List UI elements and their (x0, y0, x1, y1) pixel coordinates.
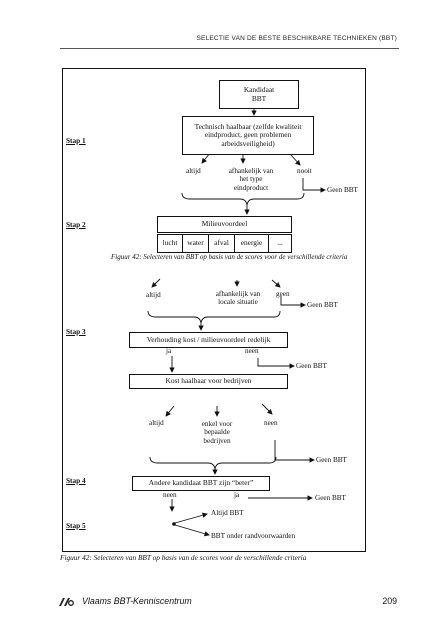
step-5-label: Stap 5 (66, 521, 86, 530)
andere-box: Andere kandidaat BBT zijn “beter” (132, 476, 270, 491)
verhouding-label: Verhouding kost / milieuvoordeel redelij… (146, 334, 271, 344)
neen-2: neen (264, 419, 278, 427)
altijd-3: altijd (149, 419, 164, 427)
bbt-onder-label: BBT onder randvoorwaarden (211, 532, 296, 540)
criteria-row: lucht water afval energie ... (157, 234, 292, 253)
candidate-bbt-label: Kandidaat BBT (243, 84, 275, 103)
geen-bbt-2: Geen BBT (307, 301, 338, 309)
kost-label: Kost haalbaar voor bedrijven (165, 376, 252, 386)
criteria-cell: lucht (162, 238, 178, 248)
step-1-label: Stap 1 (66, 136, 86, 145)
geen-bbt-4: Geen BBT (316, 456, 347, 464)
vito-logo-icon (58, 595, 74, 606)
criteria-cell: energie (234, 235, 268, 252)
nooit-label: nooit (297, 167, 312, 175)
altijd-bbt-label: Altijd BBT (211, 509, 244, 517)
candidate-bbt-box: Kandidaat BBT (219, 80, 299, 109)
ja-1: ja (166, 347, 172, 355)
geen-bbt-5: Geen BBT (315, 494, 346, 502)
altijd-2: altijd (146, 291, 161, 299)
figure-frame (62, 68, 366, 552)
step-4-label: Stap 4 (66, 476, 86, 485)
neen-3: neen (163, 491, 177, 499)
running-header: SELECTIE VAN DE BESTE BESCHIKBARE TECHNI… (196, 35, 397, 42)
step-3-label: Stap 3 (66, 327, 86, 336)
andere-label: Andere kandidaat BBT zijn “beter” (148, 478, 254, 488)
enkel-label: enkel voor bepaalde bedrijven (201, 420, 233, 445)
altijd-1: altijd (186, 167, 201, 175)
header-rule (60, 48, 399, 49)
footer-org: Vlaams BBT-Kenniscentrum (82, 596, 192, 606)
geen-bbt-1: Geen BBT (327, 186, 358, 194)
neen-1: neen (245, 347, 259, 355)
tech-feasible-label: Technisch haalbaar (zelfde kwaliteit ein… (194, 121, 302, 148)
tech-feasible-box: Technisch haalbaar (zelfde kwaliteit ein… (182, 116, 314, 155)
geen-label: geen (276, 290, 290, 298)
milieuvoordeel-box: Milieuvoordeel (157, 216, 292, 233)
verhouding-box: Verhouding kost / milieuvoordeel redelij… (129, 332, 288, 348)
afh-type-label: afhankelijk van het type eindproduct (228, 167, 274, 192)
inner-figure-caption: Figuur 42: Selecteren van BBT op basis v… (111, 253, 348, 261)
criteria-cell: water (182, 235, 208, 252)
step-2-label: Stap 2 (66, 220, 86, 229)
criteria-cell: afval (208, 235, 234, 252)
afh-locale-label: afhankelijk van locale situatie (215, 290, 261, 307)
geen-bbt-3: Geen BBT (296, 362, 327, 370)
figure-caption: Figuur 42: Selecteren van BBT op basis v… (60, 553, 307, 562)
page-number: 209 (382, 596, 397, 606)
kost-box: Kost haalbaar voor bedrijven (129, 374, 288, 389)
ja-2: ja (234, 491, 240, 499)
criteria-cell: ... (268, 235, 291, 252)
milieuvoordeel-label: Milieuvoordeel (201, 219, 248, 229)
